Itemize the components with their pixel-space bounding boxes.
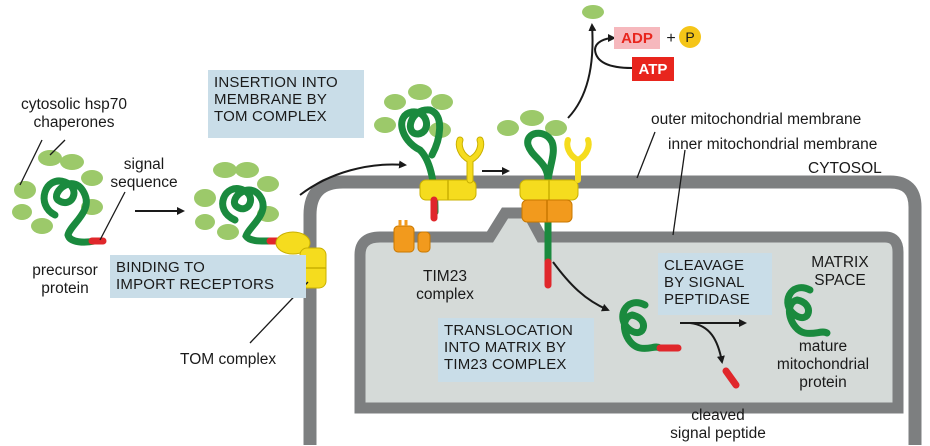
precursor-inserting-tom [374,84,485,222]
cleaved-peptide-label: cleaved signal peptide [670,407,766,442]
chaperones-label: cytosolic hsp70 chaperones [21,96,127,131]
outer-membrane [303,175,922,445]
step-binding-box: BINDING TO IMPORT RECEPTORS [110,255,306,298]
matrix-space-label: MATRIX SPACE [811,254,869,289]
atp-label: ATP [639,61,668,78]
precursor-bound-to-receptor [194,162,327,289]
mature-protein [784,284,831,337]
protein-in-matrix [619,299,682,352]
step-insertion-box: INSERTION INTO MEMBRANE BY TOM COMPLEX [208,70,364,138]
phosphate-circle [679,26,701,48]
signal-sequence-label: signal sequence [110,156,178,191]
step-cleavage-box: CLEAVAGE BY SIGNAL PEPTIDASE [658,253,772,315]
precursor-protein-label: precursor protein [32,262,98,297]
tim23-complex [393,220,431,253]
atp-badge-bg [632,57,674,81]
phosphate-label: P [685,29,694,45]
outer-membrane-label: outer mitochondrial membrane [651,111,862,128]
inner-membrane-label: inner mitochondrial membrane [668,136,878,153]
tim23-complex-label: TIM23 complex [416,268,474,303]
adp-badge-bg [614,27,660,49]
precursor-with-chaperones [12,150,107,246]
process-arrows [135,23,747,364]
plus-sign: + [666,30,675,47]
precursor-translocating [497,5,604,289]
tom-complex-label: TOM complex [180,351,277,368]
adp-label: ADP [621,30,653,47]
cleaved-peptide [722,367,740,389]
cytosol-label: CYTOSOL [808,160,882,177]
mature-protein-label: mature mitochondrial protein [776,338,870,391]
step-translocation-box: TRANSLOCATION INTO MATRIX BY TIM23 COMPL… [438,318,594,382]
